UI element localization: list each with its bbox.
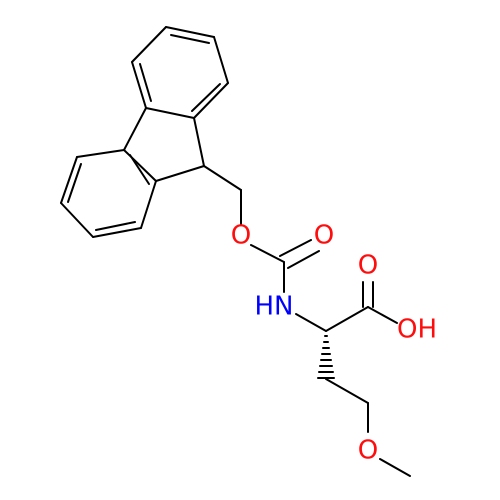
bond: [139, 63, 152, 102]
bond: [145, 107, 195, 119]
bond: [140, 180, 157, 229]
bond: [155, 165, 205, 182]
bond: [279, 239, 312, 257]
bond: [131, 26, 167, 63]
bond: [123, 107, 147, 151]
atom-label-ether-oxygen: O: [358, 436, 378, 466]
bond: [193, 117, 205, 167]
bond: [325, 378, 369, 404]
bond: [76, 149, 125, 158]
amino-acid-backbone: [295, 281, 398, 332]
atom-label-carbonyl-oxygen: O: [314, 221, 334, 251]
bond: [95, 221, 136, 231]
bond: [60, 156, 78, 204]
bond: [250, 244, 285, 263]
carbamate-chain: [203, 165, 320, 293]
bond: [131, 61, 147, 109]
bond: [165, 26, 215, 38]
bond: [67, 163, 82, 203]
bond: [213, 36, 229, 84]
bond: [92, 227, 142, 238]
bond: [295, 313, 327, 332]
bond: [367, 306, 398, 324]
fluorene-upper-ring: [131, 26, 229, 119]
bond: [203, 165, 242, 191]
stereo-hashed-wedge: [317, 335, 335, 379]
atom-labels: O O HN O OH O: [231, 221, 437, 466]
bond: [287, 250, 320, 269]
bond: [129, 154, 150, 185]
bond: [191, 83, 221, 112]
bond: [193, 82, 229, 119]
bond: [325, 306, 369, 332]
fluorene-five-ring: [123, 107, 205, 182]
side-chain: [325, 378, 411, 477]
bond: [60, 202, 94, 238]
atom-label-amine-nitrogen: HN: [255, 292, 294, 322]
atom-label-hydroxyl: OH: [397, 315, 437, 345]
bond: [379, 458, 411, 477]
fluorene-lower-ring: [60, 149, 157, 238]
bond: [123, 149, 157, 182]
atom-label-acid-carbonyl-oxygen: O: [358, 251, 378, 281]
bond: [170, 34, 210, 44]
atom-label-ester-oxygen: O: [231, 221, 251, 251]
